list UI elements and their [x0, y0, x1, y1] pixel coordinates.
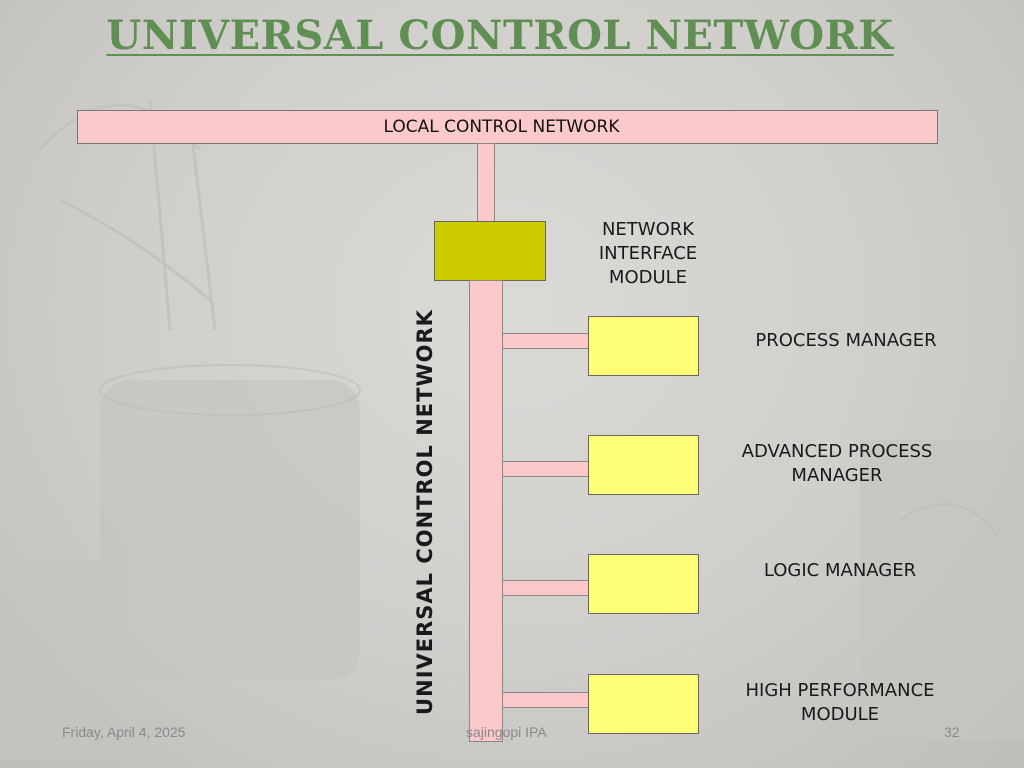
local-control-network-text: LOCAL CONTROL NETWORK [383, 117, 620, 137]
logic-manager-label: LOGIC MANAGER [730, 559, 950, 583]
network-interface-module-box [434, 221, 546, 281]
label-line: MODULE [608, 267, 688, 288]
local-control-network-label: LOCAL CONTROL NETWORK [77, 110, 938, 144]
label-line: MODULE [800, 704, 880, 725]
high-performance-module-label: HIGH PERFORMANCE MODULE [730, 679, 950, 727]
label-line: PROCESS MANAGER [755, 330, 937, 351]
logic-manager-box [588, 554, 699, 614]
process-manager-label: PROCESS MANAGER [736, 329, 956, 353]
label-line: INTERFACE [598, 243, 698, 264]
footer-page-number: 32 [944, 724, 960, 740]
connector-process-manager [502, 333, 590, 349]
local-control-network-bar [77, 110, 938, 144]
label-line: HIGH PERFORMANCE [745, 680, 935, 701]
network-interface-module-label: NETWORK INTERFACE MODULE [568, 218, 728, 290]
label-line: LOGIC MANAGER [763, 560, 917, 581]
footer-date: Friday, April 4, 2025 [62, 724, 186, 740]
lcn-to-interface-connector [477, 143, 495, 222]
label-line: ADVANCED PROCESS [741, 441, 933, 462]
universal-control-network-bus [469, 280, 503, 742]
slide-title: UNIVERSAL CONTROL NETWORK [106, 12, 894, 59]
connector-advanced-process-manager [502, 461, 590, 477]
label-line: MANAGER [791, 465, 883, 486]
advanced-process-manager-label: ADVANCED PROCESS MANAGER [727, 440, 947, 488]
process-manager-box [588, 316, 699, 376]
connector-logic-manager [502, 580, 590, 596]
high-performance-module-box [588, 674, 699, 734]
footer-author: sajingopi IPA [466, 724, 547, 740]
connector-high-performance-module [502, 692, 590, 708]
advanced-process-manager-box [588, 435, 699, 495]
universal-control-network-label: UNIVERSAL CONTROL NETWORK [413, 309, 437, 715]
label-line: NETWORK [601, 219, 695, 240]
